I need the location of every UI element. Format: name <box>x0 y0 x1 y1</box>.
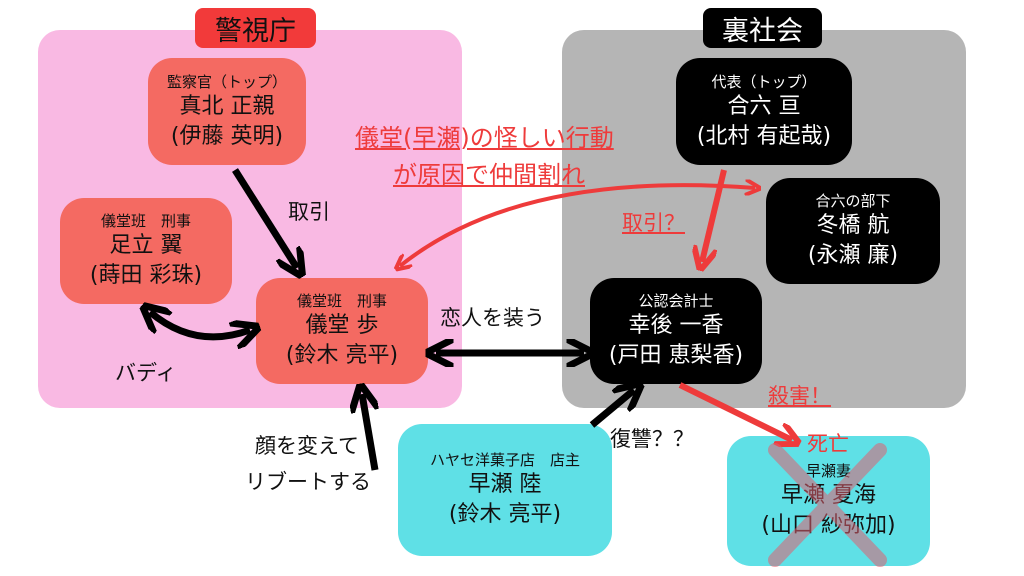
actor: (伊藤 英明) <box>170 123 284 149</box>
label-lovers: 恋人を装う <box>440 306 545 330</box>
arrow-split <box>400 185 755 266</box>
role: ハヤセ洋菓子店 店主 <box>429 451 580 469</box>
label-split-2: が原因で仲間割れ <box>393 161 585 189</box>
name: 合六 亘 <box>727 93 801 119</box>
node-fuyuhashi: 合六の部下 冬橋 航 (永瀬 廉) <box>766 178 940 284</box>
label-buddy: バディ <box>115 361 177 385</box>
label-revenge: 復讐？？ <box>610 427 694 451</box>
node-wife: 早瀬妻 早瀬 夏海 (山口 紗弥加) <box>727 436 930 566</box>
underworld-title: 裏社会 <box>703 8 822 48</box>
label-reboot-2: リブートする <box>245 470 371 494</box>
role: 早瀬妻 <box>805 462 851 480</box>
label-deal: 取引 <box>288 200 330 224</box>
actor: (鈴木 亮平) <box>448 502 562 527</box>
arrow-reboot <box>362 394 375 471</box>
actor: (山口 紗弥加) <box>761 513 896 538</box>
name: 儀堂 歩 <box>305 313 379 338</box>
node-gido: 儀堂班 刑事 儀堂 歩 (鈴木 亮平) <box>256 278 428 384</box>
role: 合六の部下 <box>815 192 891 210</box>
name: 早瀬 陸 <box>468 472 542 497</box>
arrow-revenge <box>589 390 634 428</box>
node-hayase: ハヤセ洋菓子店 店主 早瀬 陸 (鈴木 亮平) <box>398 424 612 556</box>
arrow-deal <box>232 168 297 268</box>
role: 監察官（トップ） <box>166 72 287 91</box>
dead-cross-icon <box>768 443 887 567</box>
role: 儀堂班 刑事 <box>296 292 387 310</box>
role: 公認会計士 <box>638 292 714 310</box>
arrow-murder <box>678 382 792 440</box>
node-inspector: 監察官（トップ） 真北 正親 (伊藤 英明) <box>148 58 306 165</box>
actor: (戸田 恵梨香) <box>608 343 744 368</box>
role: 代表（トップ） <box>711 72 817 91</box>
actor: (永瀬 廉) <box>807 243 899 268</box>
label-split-1: 儀堂(早瀬)の怪しい行動 <box>355 124 614 152</box>
actor: (蒔田 彩珠) <box>89 263 203 288</box>
label-murder: 殺害！ <box>768 384 831 408</box>
label-reboot-1: 顔を変えて <box>255 434 359 458</box>
name: 幸後 一香 <box>628 313 724 338</box>
label-deal-question: 取引？ <box>622 211 685 235</box>
actor: (北村 有起哉) <box>696 123 832 149</box>
name: 足立 翼 <box>109 233 183 258</box>
node-adachi: 儀堂班 刑事 足立 翼 (蒔田 彩珠) <box>60 198 232 304</box>
node-kogo: 公認会計士 幸後 一香 (戸田 恵梨香) <box>590 278 762 384</box>
name: 真北 正親 <box>179 93 275 119</box>
arrow-buddy <box>150 312 250 337</box>
police-title: 警視庁 <box>195 8 316 48</box>
name: 冬橋 航 <box>816 213 890 238</box>
actor: (鈴木 亮平) <box>285 343 399 368</box>
label-dead: 死亡 <box>807 432 849 456</box>
role: 儀堂班 刑事 <box>100 212 191 230</box>
node-boss: 代表（トップ） 合六 亘 (北村 有起哉) <box>676 58 852 165</box>
